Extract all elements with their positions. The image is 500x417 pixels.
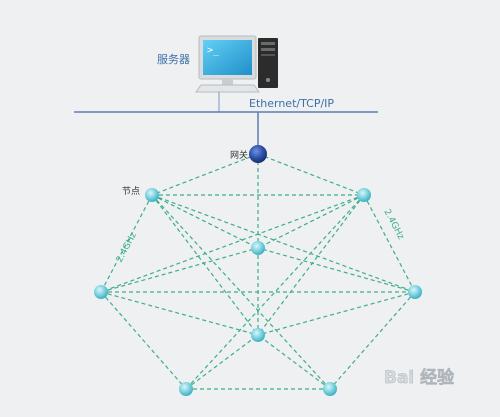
server-computer: >_ bbox=[195, 35, 278, 112]
node-top-left bbox=[145, 188, 159, 202]
baidu-watermark: Bai 经验 bbox=[384, 367, 456, 389]
node-right bbox=[408, 285, 422, 299]
link bbox=[257, 194, 365, 336]
monitor-icon: >_ bbox=[195, 35, 260, 93]
server-label: 服务器 bbox=[157, 53, 190, 66]
tower-icon bbox=[258, 38, 278, 88]
link bbox=[329, 291, 416, 390]
watermark-text: Bai 经验 bbox=[384, 367, 455, 388]
link-frequency-label-left: 2.4GHz bbox=[115, 231, 139, 265]
link bbox=[257, 194, 365, 249]
link bbox=[151, 194, 416, 293]
link bbox=[100, 291, 187, 390]
node-bottom-right bbox=[323, 382, 337, 396]
link-frequency-label-right: 2.4GHz bbox=[381, 208, 405, 242]
link bbox=[185, 334, 259, 390]
node-label: 节点 bbox=[122, 186, 140, 197]
node-top-right bbox=[357, 188, 371, 202]
link bbox=[257, 247, 416, 293]
node-bottom-left bbox=[179, 382, 193, 396]
link bbox=[151, 153, 259, 196]
link bbox=[257, 334, 331, 390]
node-center-upper bbox=[251, 241, 265, 255]
link bbox=[151, 194, 259, 249]
link bbox=[151, 194, 259, 336]
mesh-links bbox=[100, 153, 416, 390]
gateway-label: 网关 bbox=[230, 149, 248, 161]
link bbox=[151, 194, 331, 390]
svg-text:>_: >_ bbox=[207, 45, 220, 56]
link bbox=[100, 291, 259, 336]
link bbox=[100, 247, 259, 293]
link bbox=[257, 291, 416, 336]
link bbox=[100, 194, 365, 293]
sensor-nodes bbox=[94, 188, 422, 396]
link bbox=[100, 194, 153, 293]
ethernet-label: Ethernet/TCP/IP bbox=[249, 97, 334, 110]
node-center-lower bbox=[251, 328, 265, 342]
gateway-node bbox=[249, 145, 267, 163]
link bbox=[363, 194, 416, 293]
link bbox=[185, 194, 365, 390]
node-left bbox=[94, 285, 108, 299]
link bbox=[257, 153, 365, 196]
